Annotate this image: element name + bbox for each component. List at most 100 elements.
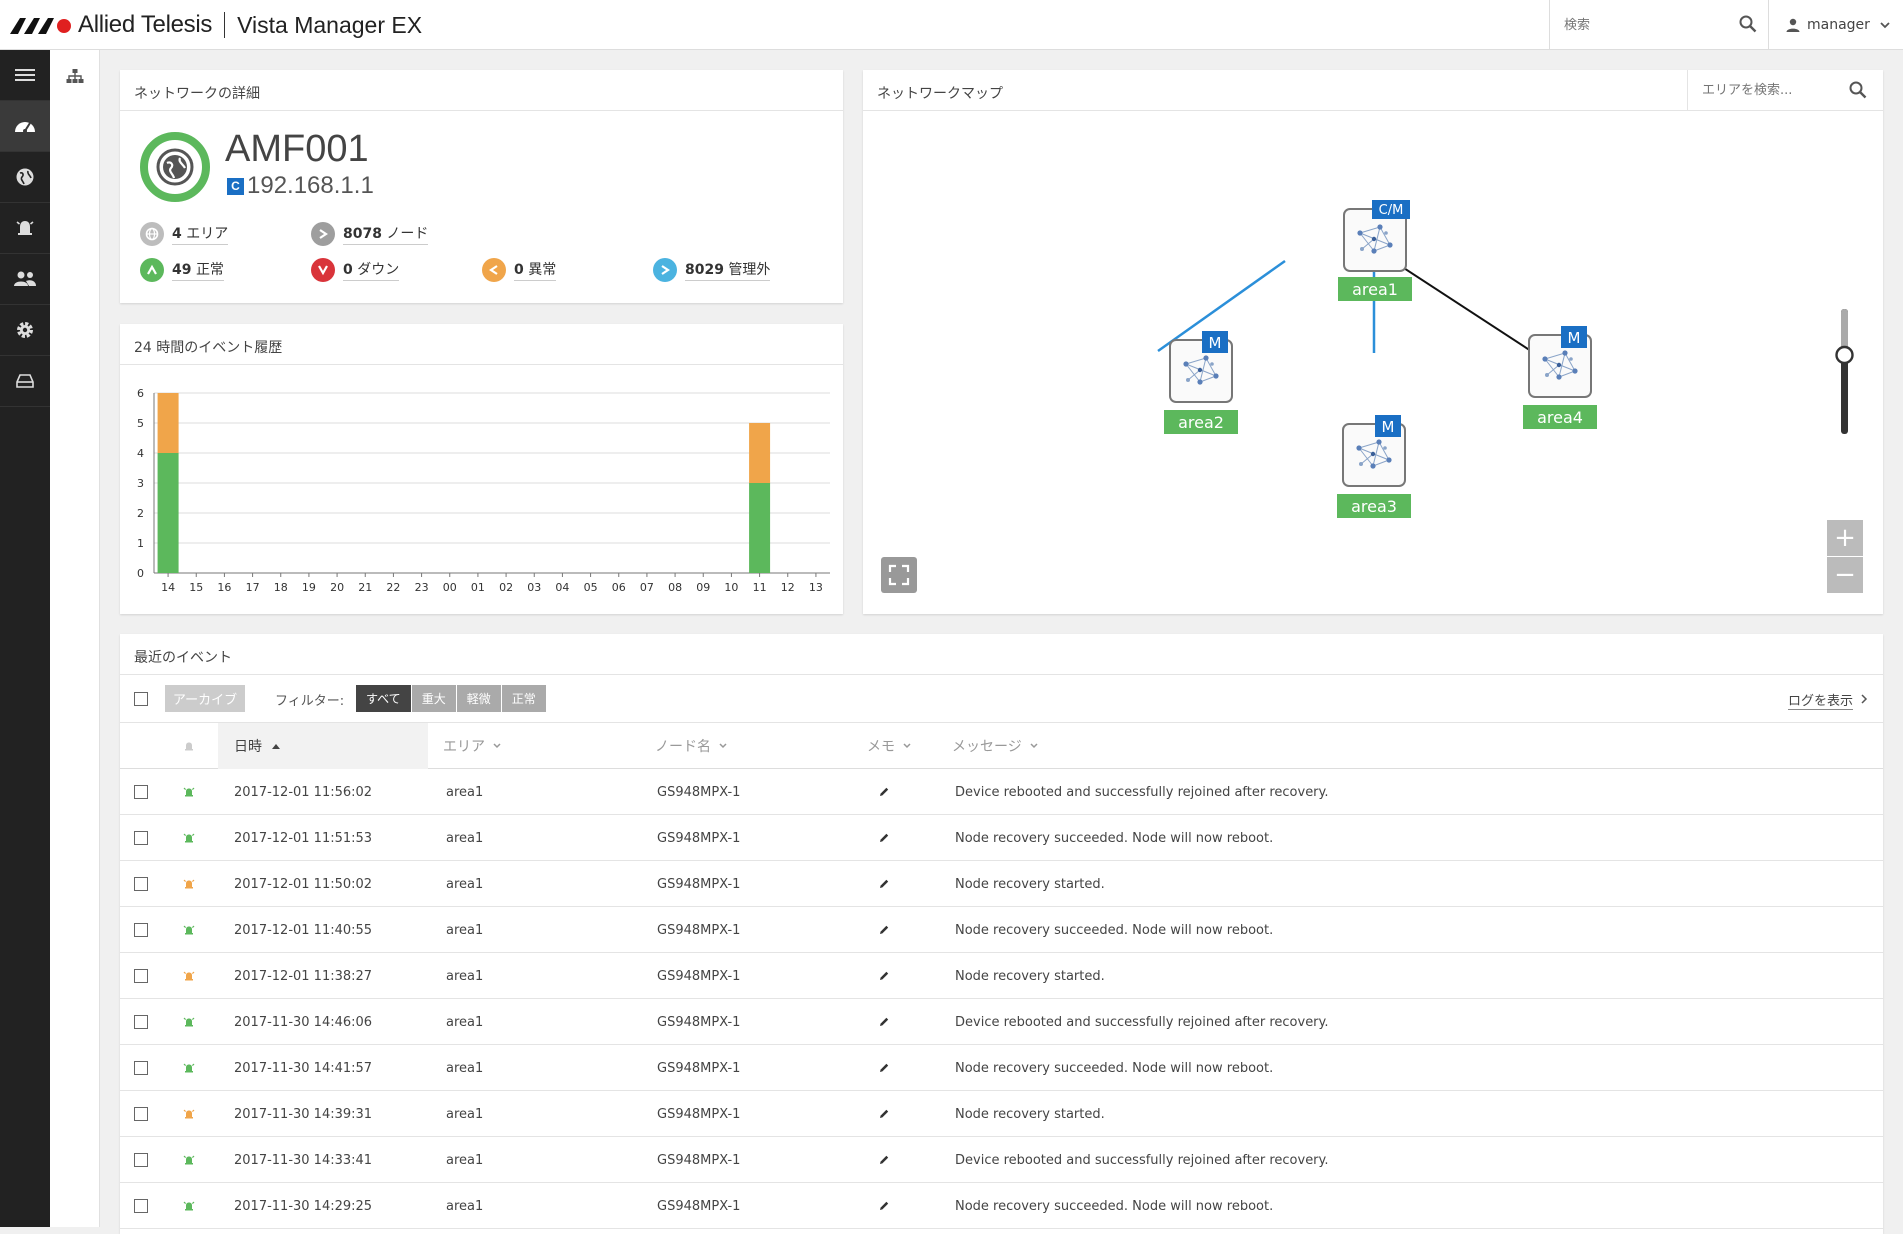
row-checkbox[interactable]	[134, 1107, 148, 1121]
sidebar-item-alarms[interactable]	[0, 203, 50, 254]
bar-14-series-1[interactable]	[157, 393, 179, 453]
map-node-area3[interactable]: M area3	[1337, 415, 1411, 518]
filter-minor[interactable]: 軽微	[456, 685, 502, 712]
row-checkbox[interactable]	[134, 969, 148, 983]
search-icon[interactable]	[1848, 80, 1868, 100]
y-tick-label: 6	[137, 387, 144, 400]
sidebar-item-users[interactable]	[0, 254, 50, 305]
row-checkbox[interactable]	[134, 831, 148, 845]
datetime-cell: 2017-12-01 11:38:27	[234, 968, 373, 984]
device-ip-address: 192.168.1.1	[247, 172, 374, 199]
network-details-title: ネットワークの詳細	[120, 70, 843, 111]
map-node-area1[interactable]: C/M area1	[1338, 200, 1412, 301]
node-cell: GS948MPX-1	[657, 1152, 741, 1168]
column-header-memo[interactable]: メモ	[867, 723, 913, 769]
memo-cell[interactable]	[878, 861, 890, 907]
row-checkbox[interactable]	[134, 923, 148, 937]
area-search	[1687, 70, 1883, 110]
user-menu[interactable]: manager	[1785, 14, 1892, 36]
severity-header-icon[interactable]	[182, 739, 196, 753]
row-checkbox[interactable]	[134, 1199, 148, 1213]
pencil-icon	[880, 833, 889, 842]
column-header-node[interactable]: ノード名	[655, 723, 729, 769]
column-header-message[interactable]: メッセージ	[952, 723, 1040, 769]
row-checkbox[interactable]	[134, 877, 148, 891]
area-search-input[interactable]	[1700, 80, 1840, 100]
message-cell: Node recovery succeeded. Node will now r…	[955, 922, 1274, 938]
column-header-area[interactable]: エリア	[443, 723, 503, 769]
pencil-icon	[880, 879, 889, 888]
sidebar-item-settings[interactable]	[0, 305, 50, 356]
bar-11-series-1[interactable]	[749, 423, 771, 483]
memo-cell[interactable]	[878, 1183, 890, 1229]
memo-cell[interactable]	[878, 1137, 890, 1183]
map-node-area4[interactable]: M area4	[1523, 326, 1597, 429]
recent-events-title: 最近のイベント	[120, 634, 1883, 675]
x-tick-label: 05	[584, 581, 598, 594]
memo-cell[interactable]	[878, 953, 890, 999]
map-node-area2[interactable]: M area2	[1164, 331, 1238, 434]
stat-abnormal[interactable]: 0 異常	[482, 258, 557, 282]
area-cell: area1	[446, 1060, 484, 1076]
alarm-icon	[183, 1155, 195, 1165]
global-search	[1549, 0, 1769, 50]
bar-14-series-0[interactable]	[157, 453, 179, 573]
node-cell: GS948MPX-1	[657, 784, 741, 800]
filter-normal[interactable]: 正常	[501, 685, 547, 712]
filter-all[interactable]: すべて	[356, 685, 412, 712]
area3-label: area3	[1351, 497, 1397, 516]
memo-cell[interactable]	[878, 907, 890, 953]
global-search-input[interactable]	[1562, 14, 1722, 36]
row-checkbox[interactable]	[134, 1015, 148, 1029]
memo-cell[interactable]	[878, 769, 890, 815]
node-cell: GS948MPX-1	[657, 1060, 741, 1076]
network-details-card: ネットワークの詳細 AMF001 C 192.168.1.1 4 エリア 807…	[120, 70, 843, 303]
select-all-checkbox[interactable]	[134, 692, 148, 706]
memo-cell[interactable]	[878, 1091, 890, 1137]
memo-cell[interactable]	[878, 1045, 890, 1091]
topology-icon[interactable]	[66, 68, 84, 84]
row-checkbox[interactable]	[134, 1061, 148, 1075]
sidebar-item-menu[interactable]	[0, 50, 50, 101]
stat-normal[interactable]: 49 正常	[140, 258, 224, 282]
node-cell: GS948MPX-1	[657, 1106, 741, 1122]
fullscreen-button[interactable]	[881, 557, 917, 593]
column-header-datetime[interactable]: 日時	[218, 723, 428, 769]
bar-11-series-0[interactable]	[749, 483, 771, 573]
stat-nodes[interactable]: 8078 ノード	[311, 222, 429, 246]
zoom-in-button[interactable]: +	[1827, 520, 1863, 556]
datetime-cell: 2017-11-30 14:29:25	[234, 1198, 373, 1214]
sidebar-item-dashboard[interactable]	[0, 101, 50, 152]
brand-logo[interactable]: Allied Telesis Vista Manager EX	[10, 10, 422, 40]
view-log-link[interactable]: ログを表示	[1787, 690, 1853, 710]
zoom-out-button[interactable]: −	[1827, 557, 1863, 593]
sidebar-item-storage[interactable]	[0, 356, 50, 407]
filter-critical[interactable]: 重大	[411, 685, 457, 712]
network-map-canvas[interactable]: C/M area1 M area2 M area3 M area4	[863, 111, 1883, 614]
memo-cell[interactable]	[878, 999, 890, 1045]
x-tick-label: 21	[358, 581, 372, 594]
stat-down[interactable]: 0 ダウン	[311, 258, 400, 282]
memo-cell[interactable]	[878, 815, 890, 861]
row-checkbox[interactable]	[134, 1153, 148, 1167]
stat-unmanaged[interactable]: 8029 管理外	[653, 258, 771, 282]
search-icon[interactable]	[1738, 14, 1758, 34]
archive-button[interactable]: アーカイブ	[165, 685, 245, 712]
stat-areas[interactable]: 4 エリア	[140, 222, 229, 246]
zoom-slider[interactable]	[1835, 309, 1854, 434]
area-cell: area1	[446, 830, 484, 846]
sidebar-item-network[interactable]	[0, 152, 50, 203]
row-checkbox[interactable]	[134, 785, 148, 799]
column-header-message-label: メッセージ	[952, 739, 1022, 755]
